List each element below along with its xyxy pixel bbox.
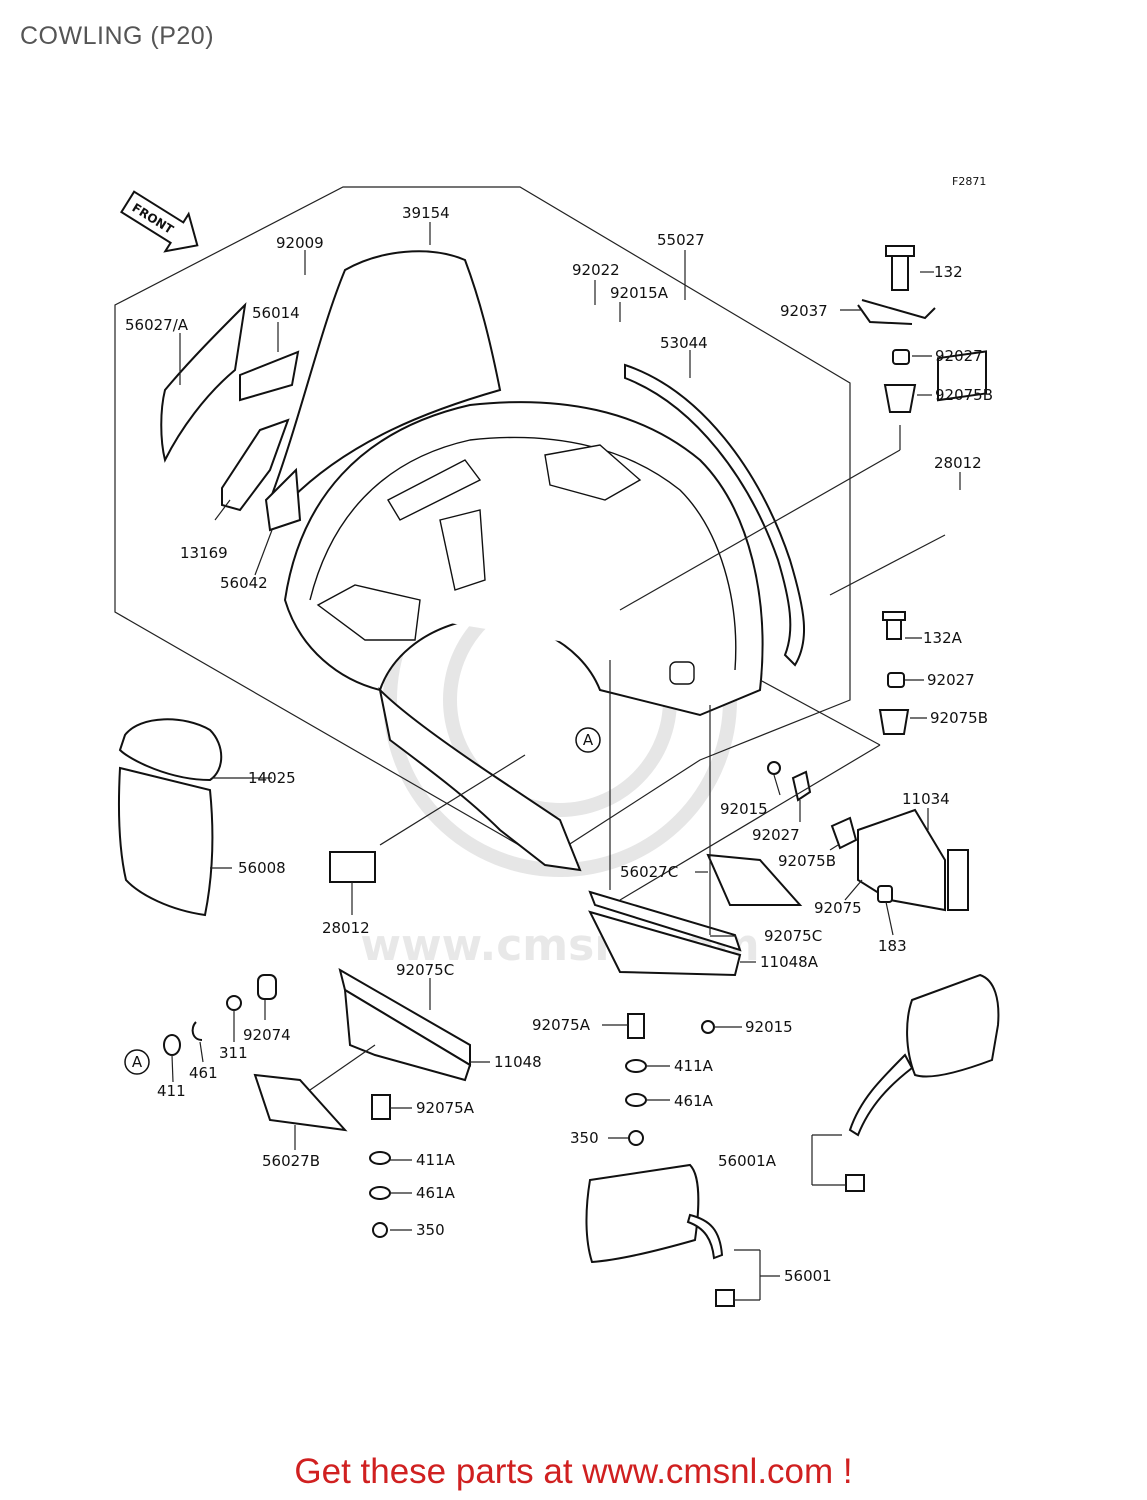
trim-56027B bbox=[253, 1073, 348, 1132]
label-13169: 13169 bbox=[180, 544, 228, 562]
label-56008: 56008 bbox=[238, 859, 286, 877]
label-92074: 92074 bbox=[243, 1026, 291, 1044]
bracket-13169 bbox=[221, 418, 290, 512]
label-56027C: 56027C bbox=[620, 863, 678, 881]
label-92075A-right: 92075A bbox=[532, 1016, 591, 1034]
plate-28012-left bbox=[329, 851, 376, 883]
page-title: COWLING (P20) bbox=[20, 22, 215, 50]
windshield bbox=[268, 250, 502, 501]
bracket-11048A bbox=[588, 890, 742, 977]
mirror-56001 bbox=[585, 1163, 735, 1307]
label-92075A-left: 92075A bbox=[416, 1099, 475, 1117]
trim-56014 bbox=[239, 350, 300, 402]
label-92075B-mid: 92075B bbox=[930, 709, 988, 727]
label-92015-low: 92015 bbox=[745, 1018, 793, 1036]
label-56014: 56014 bbox=[252, 304, 300, 322]
label-311: 311 bbox=[219, 1044, 248, 1062]
label-39154: 39154 bbox=[402, 204, 450, 222]
seal-53044 bbox=[624, 363, 805, 667]
label-411A-right: 411A bbox=[674, 1057, 714, 1075]
label-183: 183 bbox=[878, 937, 907, 955]
lid-14025 bbox=[118, 718, 223, 782]
figure-code: F2871 bbox=[952, 175, 986, 188]
label-461: 461 bbox=[189, 1064, 218, 1082]
label-461A-left: 461A bbox=[416, 1184, 456, 1202]
label-92075: 92075 bbox=[814, 899, 862, 917]
label-132: 132 bbox=[934, 263, 963, 281]
label-92075C-left: 92075C bbox=[396, 961, 454, 979]
pocket-56008 bbox=[117, 766, 214, 917]
ref-marker-upper: A bbox=[575, 727, 601, 753]
bracket-56042 bbox=[264, 467, 302, 532]
label-14025: 14025 bbox=[248, 769, 296, 787]
label-56001: 56001 bbox=[784, 1267, 832, 1285]
label-92015A: 92015A bbox=[610, 284, 669, 302]
label-56042: 56042 bbox=[220, 574, 268, 592]
svg-text:A: A bbox=[132, 1053, 143, 1071]
fasteners-left bbox=[163, 974, 277, 1056]
ref-marker-lower: A bbox=[124, 1049, 150, 1075]
cowling-body bbox=[283, 401, 764, 872]
label-56027B: 56027B bbox=[262, 1152, 320, 1170]
label-92027-low: 92027 bbox=[752, 826, 800, 844]
label-92075B-top: 92075B bbox=[935, 386, 993, 404]
label-411A-left: 411A bbox=[416, 1151, 456, 1169]
trim-56027C bbox=[706, 853, 803, 906]
fasteners-center bbox=[369, 1013, 715, 1238]
hardware-right bbox=[857, 245, 987, 735]
label-11034: 11034 bbox=[902, 790, 950, 808]
label-28012-left: 28012 bbox=[322, 919, 370, 937]
front-arrow-icon: FRONT bbox=[120, 190, 199, 253]
label-92027-mid: 92027 bbox=[927, 671, 975, 689]
label-461A-right: 461A bbox=[674, 1092, 714, 1110]
label-28012-right: 28012 bbox=[934, 454, 982, 472]
label-92009: 92009 bbox=[276, 234, 324, 252]
label-350-left: 350 bbox=[416, 1221, 445, 1239]
label-56027A: 56027/A bbox=[125, 316, 189, 334]
parts-diagram: www.cmsnl.com F2871 FRONT bbox=[114, 175, 1000, 1307]
label-92037: 92037 bbox=[780, 302, 828, 320]
label-92075C-right: 92075C bbox=[764, 927, 822, 945]
label-92022: 92022 bbox=[572, 261, 620, 279]
label-411: 411 bbox=[157, 1082, 186, 1100]
assembly-outline bbox=[114, 186, 851, 861]
label-92075B-low: 92075B bbox=[778, 852, 836, 870]
bracket-11034 bbox=[767, 761, 969, 912]
footer-link-banner[interactable]: Get these parts at www.cmsnl.com ! bbox=[294, 1452, 853, 1491]
mirror-56001A bbox=[845, 973, 1000, 1192]
label-11048A: 11048A bbox=[760, 953, 819, 971]
bracket-11048 bbox=[338, 967, 472, 1082]
label-55027: 55027 bbox=[657, 231, 705, 249]
label-92015-mid: 92015 bbox=[720, 800, 768, 818]
label-350-right: 350 bbox=[570, 1129, 599, 1147]
label-53044: 53044 bbox=[660, 334, 708, 352]
svg-text:A: A bbox=[583, 731, 594, 749]
leader-lines bbox=[171, 222, 961, 1301]
label-132A: 132A bbox=[923, 629, 963, 647]
trim-56027A bbox=[160, 302, 247, 463]
label-56001A: 56001A bbox=[718, 1152, 777, 1170]
part-labels: 39154 92009 55027 92022 92015A 132 92037… bbox=[125, 204, 993, 1285]
label-92027-top: 92027 bbox=[935, 347, 983, 365]
label-11048: 11048 bbox=[494, 1053, 542, 1071]
